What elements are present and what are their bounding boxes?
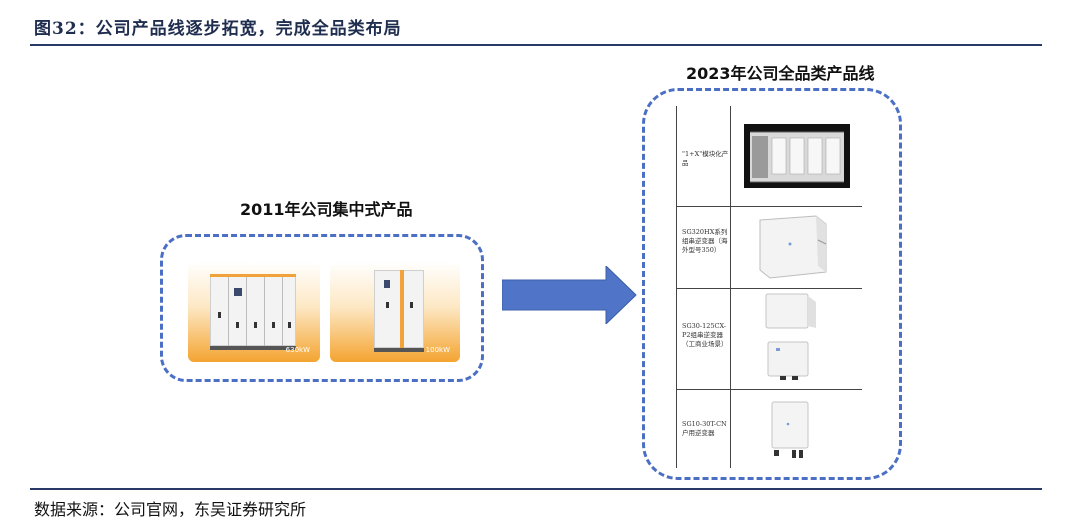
table-row-label: SG30-125CX-P2组串逆变器（工商业场景） [682,322,728,348]
product-card-label: 630kW [285,346,310,354]
residential-inverter-image [771,401,809,458]
table-row-label: SG320HX系列组串逆变器（海外型号350） [682,228,728,254]
table-row-label: SG10-30T-CN户用逆变器 [682,420,727,437]
right-dashed-frame [642,88,902,480]
source-note: 数据来源：公司官网，东吴证券研究所 [34,500,307,519]
modular-product-image [744,124,850,188]
product-card-630kw: 630kW [188,262,320,362]
bottom-divider [30,488,1042,490]
left-section-title: 2011年公司集中式产品 [240,200,413,219]
product-card-100kw: 100kW [330,262,460,362]
right-section-title: 2023年公司全品类产品线 [686,64,875,83]
left-dashed-frame [160,234,484,382]
table-row-label: "1+X"模块化产品 [682,150,729,167]
string-inverter-sg320hx-image [759,215,827,279]
figure-title: 图32：公司产品线逐步拓宽，完成全品类布局 [34,19,402,39]
top-divider [30,44,1042,46]
right-arrow-icon [502,266,637,324]
string-inverter-sg30-125cx-image [765,293,816,380]
product-card-label: 100kW [425,346,450,354]
